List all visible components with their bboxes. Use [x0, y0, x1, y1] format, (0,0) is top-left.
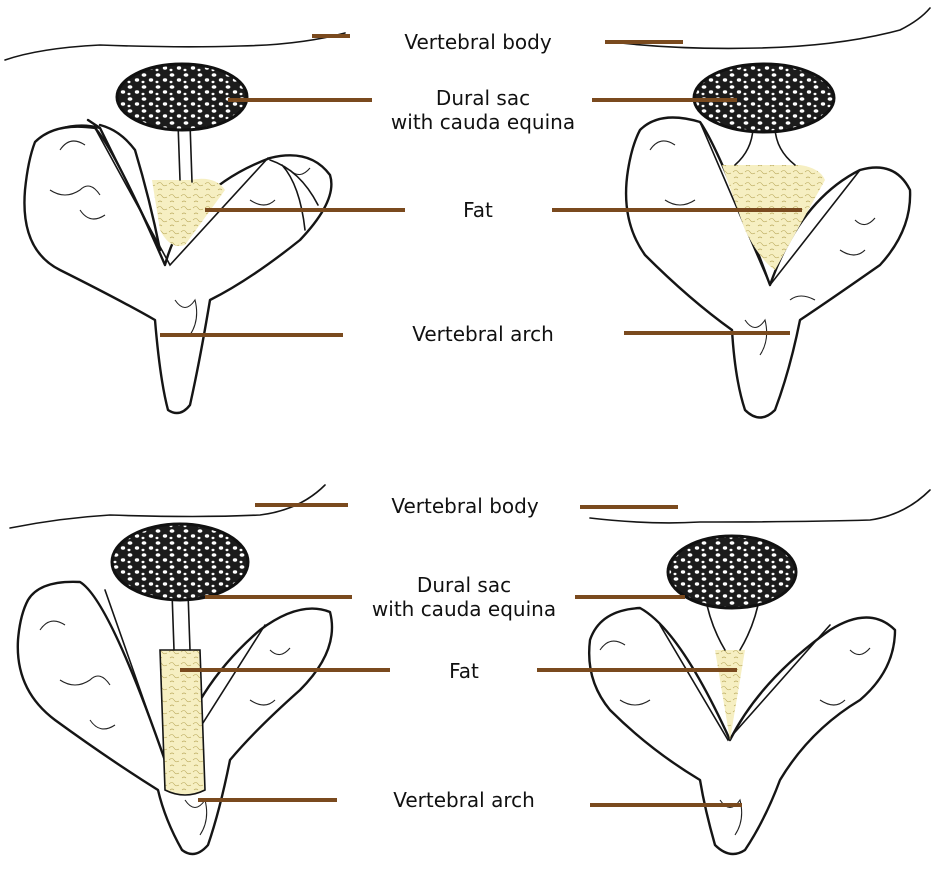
vertebra-top-left: [5, 33, 345, 413]
label-top-vertebral-body: Vertebral body: [404, 30, 551, 54]
label-top-dural-sac-line2: with cauda equina: [391, 110, 575, 134]
vertebral-body-outline: [5, 33, 345, 60]
dural-sac: [117, 64, 247, 130]
label-top-vertebral-arch: Vertebral arch: [412, 322, 554, 346]
label-bottom-dural-sac-line2: with cauda equina: [372, 597, 556, 621]
dural-sac: [112, 524, 248, 600]
vertebra-top-right: [612, 8, 930, 418]
label-top-dural-sac-line1: Dural sac: [391, 86, 575, 110]
label-bottom-dural-sac-line1: Dural sac: [372, 573, 556, 597]
vertebral-arch-shape: [626, 118, 910, 418]
label-top-fat: Fat: [463, 198, 493, 222]
label-top-dural-sac: Dural sac with cauda equina: [391, 86, 575, 134]
label-bottom-fat: Fat: [449, 659, 479, 683]
label-bottom-vertebral-arch: Vertebral arch: [393, 788, 535, 812]
label-bottom-dural-sac: Dural sac with cauda equina: [372, 573, 556, 621]
dural-sac: [668, 536, 796, 608]
label-bottom-vertebral-body: Vertebral body: [391, 494, 538, 518]
